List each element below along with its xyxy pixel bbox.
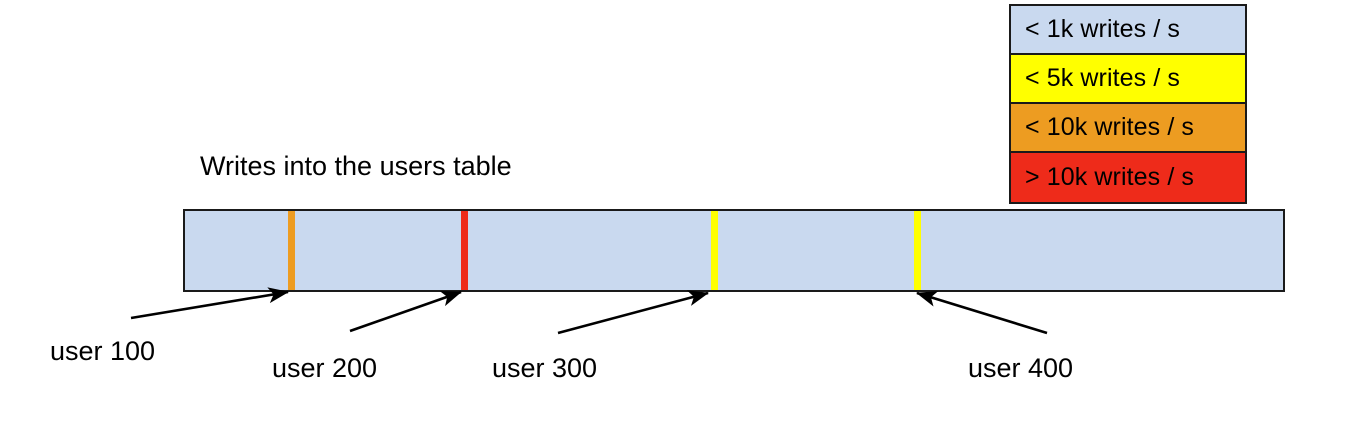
- arrow-user-200: [349, 290, 462, 333]
- callout-label-user-200: user 200: [272, 353, 378, 383]
- bar-marker-user-200: [461, 211, 468, 290]
- bar-marker-user-300: [711, 211, 718, 290]
- legend-row-label: < 5k writes / s: [1025, 64, 1181, 92]
- legend-row: < 10k writes / s: [1011, 104, 1245, 153]
- legend-row-label: < 1k writes / s: [1025, 15, 1181, 43]
- bar-marker-user-100: [288, 211, 295, 290]
- arrow-user-400: [916, 291, 1048, 335]
- arrow-user-300: [557, 290, 710, 335]
- legend-row-label: < 10k writes / s: [1025, 113, 1195, 141]
- callout-label-user-400: user 400: [968, 353, 1074, 383]
- legend-row-label: > 10k writes / s: [1025, 163, 1195, 191]
- arrow-user-100: [130, 287, 290, 320]
- callout-label-user-300: user 300: [492, 353, 598, 383]
- legend-row: < 1k writes / s: [1011, 6, 1245, 55]
- legend: < 1k writes / s < 5k writes / s < 10k wr…: [1009, 4, 1247, 204]
- legend-row: > 10k writes / s: [1011, 153, 1245, 202]
- bar-marker-user-400: [914, 211, 921, 290]
- callout-label-user-100: user 100: [50, 336, 156, 366]
- chart-title: Writes into the users table: [200, 151, 512, 181]
- keyspace-bar: [183, 209, 1285, 292]
- legend-row: < 5k writes / s: [1011, 55, 1245, 104]
